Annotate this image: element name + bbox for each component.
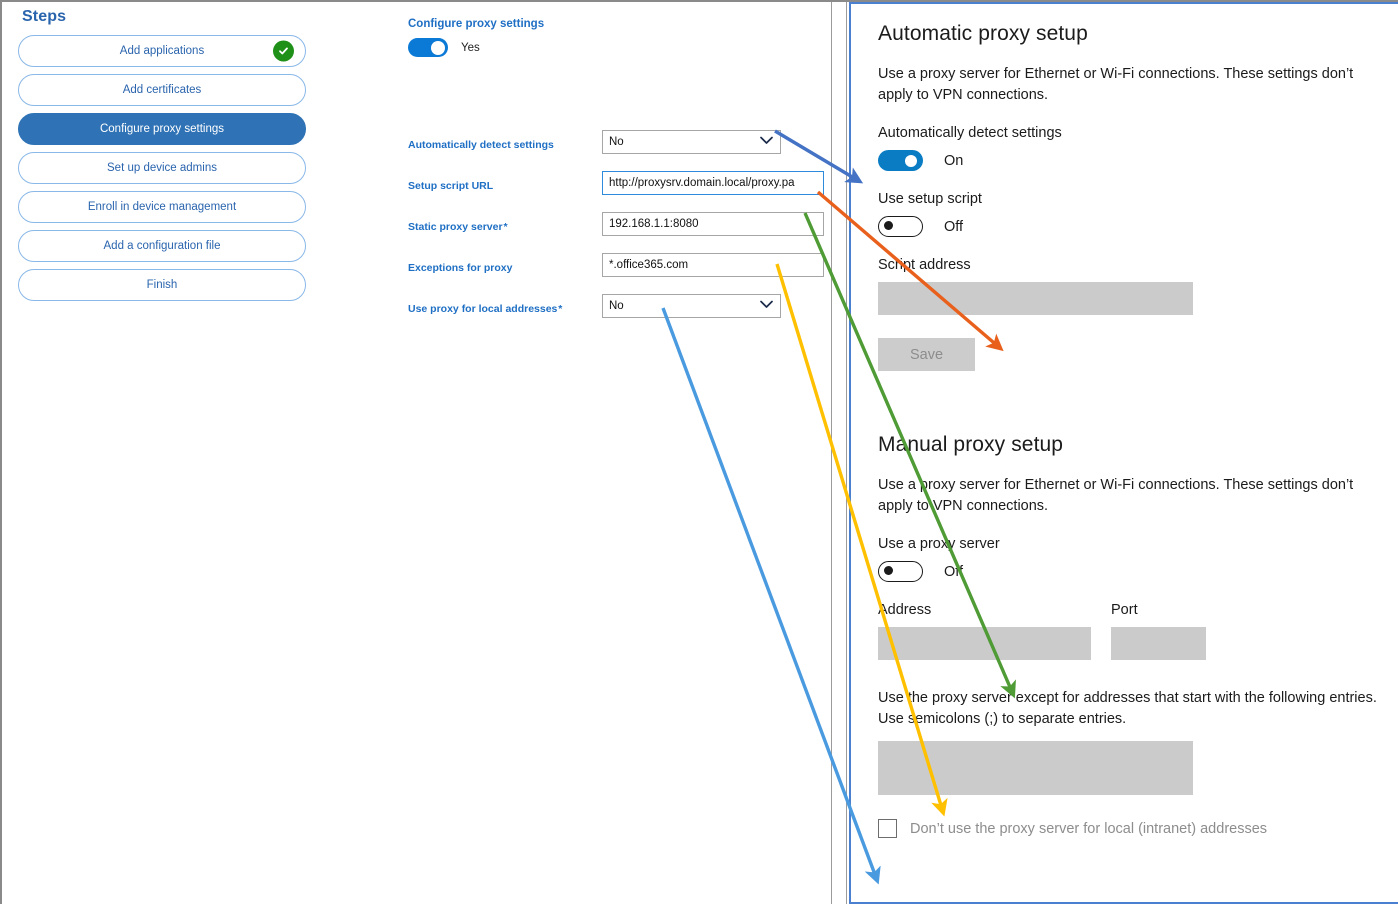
toggle-knob — [431, 40, 445, 55]
setup-script-url-input[interactable]: http://proxysrv.domain.local/proxy.pa — [602, 171, 824, 195]
address-input[interactable] — [878, 627, 1091, 661]
configure-proxy-toggle-row: Yes — [408, 38, 828, 57]
automatic-proxy-setup-heading: Automatic proxy setup — [878, 22, 1088, 45]
arrow-local-addresses — [661, 307, 881, 885]
step-label: Set up device admins — [107, 162, 217, 174]
bypass-local-row: Don’t use the proxy server for local (in… — [878, 819, 1378, 839]
select-value: No — [609, 300, 624, 312]
use-proxy-for-local-addresses-select[interactable]: No — [602, 294, 781, 318]
step-label: Finish — [146, 279, 178, 291]
form-field-list: Automatically detect settings No Setup s… — [408, 130, 828, 335]
field-row-use-proxy-for-local-addresses: Use proxy for local addresses * No — [408, 294, 828, 335]
input-value: http://proxysrv.domain.local/proxy.pa — [609, 177, 795, 189]
toggle-knob — [884, 566, 893, 576]
address-group: Address — [878, 602, 1091, 661]
automatically-detect-settings-state: On — [944, 152, 964, 169]
script-address-input[interactable] — [878, 282, 1193, 316]
steps-heading: Steps — [22, 8, 67, 25]
step-label: Enroll in device management — [87, 201, 237, 213]
sidebar-item-add-applications[interactable]: Add applications — [18, 35, 306, 67]
field-label: Setup script URL — [408, 180, 494, 192]
configure-proxy-toggle-label: Yes — [461, 41, 480, 54]
field-label: Automatically detect settings — [408, 139, 554, 151]
bypass-local-label: Don’t use the proxy server for local (in… — [910, 820, 1268, 837]
panel-divider-left — [831, 2, 832, 904]
use-setup-script-label: Use setup script — [878, 191, 982, 208]
use-setup-script-toggle[interactable] — [878, 216, 923, 238]
configure-proxy-toggle[interactable] — [408, 38, 448, 57]
manual-proxy-description: Use a proxy server for Ethernet or Wi-Fi… — [878, 477, 1354, 514]
steps-panel: Steps Add applications Add certificates … — [18, 8, 306, 308]
step-label: Configure proxy settings — [99, 123, 224, 135]
chevron-down-icon — [760, 136, 773, 148]
field-row-exceptions-for-proxy: Exceptions for proxy *.office365.com — [408, 253, 828, 294]
use-a-proxy-server-toggle[interactable] — [878, 561, 923, 583]
static-proxy-server-input[interactable]: 192.168.1.1:8080 — [602, 212, 824, 236]
field-label: Static proxy server * — [408, 221, 508, 233]
use-a-proxy-server-toggle-row: Off — [878, 561, 1378, 583]
step-label: Add a configuration file — [103, 240, 221, 252]
save-button[interactable]: Save — [878, 338, 975, 372]
exceptions-for-proxy-input[interactable]: *.office365.com — [602, 253, 824, 277]
use-setup-script-toggle-row: Off — [878, 216, 1378, 238]
exceptions-input[interactable] — [878, 741, 1193, 796]
manual-proxy-setup-heading: Manual proxy setup — [878, 433, 1064, 457]
use-setup-script-state: Off — [944, 218, 964, 235]
address-port-row: Address Port — [878, 602, 1378, 661]
field-row-automatically-detect-settings: Automatically detect settings No — [408, 130, 828, 171]
field-row-static-proxy-server: Static proxy server * 192.168.1.1:8080 — [408, 212, 828, 253]
check-circle-icon — [273, 40, 294, 62]
sidebar-item-add-a-configuration-file[interactable]: Add a configuration file — [18, 230, 306, 262]
sidebar-item-set-up-device-admins[interactable]: Set up device admins — [18, 152, 306, 184]
sidebar-item-enroll-in-device-management[interactable]: Enroll in device management — [18, 191, 306, 223]
port-label: Port — [1111, 602, 1138, 619]
windows-proxy-settings-panel: Automatic proxy setup Use a proxy server… — [849, 2, 1398, 904]
exceptions-description: Use the proxy server except for addresse… — [878, 690, 1377, 727]
form-heading: Configure proxy settings — [408, 18, 545, 30]
step-label: Add applications — [119, 45, 205, 57]
automatically-detect-settings-toggle[interactable] — [878, 150, 923, 172]
bypass-local-checkbox[interactable] — [878, 819, 897, 839]
field-label: Use proxy for local addresses * — [408, 303, 563, 315]
windows-settings-content: Automatic proxy setup Use a proxy server… — [878, 4, 1378, 839]
panel-divider-right — [846, 2, 847, 904]
port-group: Port — [1111, 602, 1206, 661]
select-value: No — [609, 136, 624, 148]
automatic-proxy-description: Use a proxy server for Ethernet or Wi-Fi… — [878, 66, 1354, 103]
window-top-border — [0, 0, 1398, 2]
automatically-detect-settings-toggle-row: On — [878, 150, 1378, 172]
field-row-setup-script-url: Setup script URL http://proxysrv.domain.… — [408, 171, 828, 212]
automatically-detect-settings-select[interactable]: No — [602, 130, 781, 154]
window-left-border — [0, 2, 2, 904]
step-label: Add certificates — [122, 84, 202, 96]
sidebar-item-add-certificates[interactable]: Add certificates — [18, 74, 306, 106]
input-value: 192.168.1.1:8080 — [609, 218, 699, 230]
port-input[interactable] — [1111, 627, 1206, 661]
field-label: Exceptions for proxy — [408, 262, 513, 274]
use-a-proxy-server-label: Use a proxy server — [878, 536, 1000, 553]
toggle-knob — [884, 221, 893, 231]
use-a-proxy-server-state: Off — [944, 563, 964, 580]
sidebar-item-finish[interactable]: Finish — [18, 269, 306, 301]
script-address-label: Script address — [878, 257, 971, 274]
input-value: *.office365.com — [609, 259, 689, 271]
sidebar-item-configure-proxy-settings[interactable]: Configure proxy settings — [18, 113, 306, 145]
address-label: Address — [878, 602, 932, 619]
toggle-knob — [905, 154, 917, 167]
chevron-down-icon — [760, 300, 773, 312]
automatically-detect-settings-label: Automatically detect settings — [878, 125, 1062, 142]
proxy-form-panel: Configure proxy settings Yes Automatical… — [408, 18, 828, 318]
